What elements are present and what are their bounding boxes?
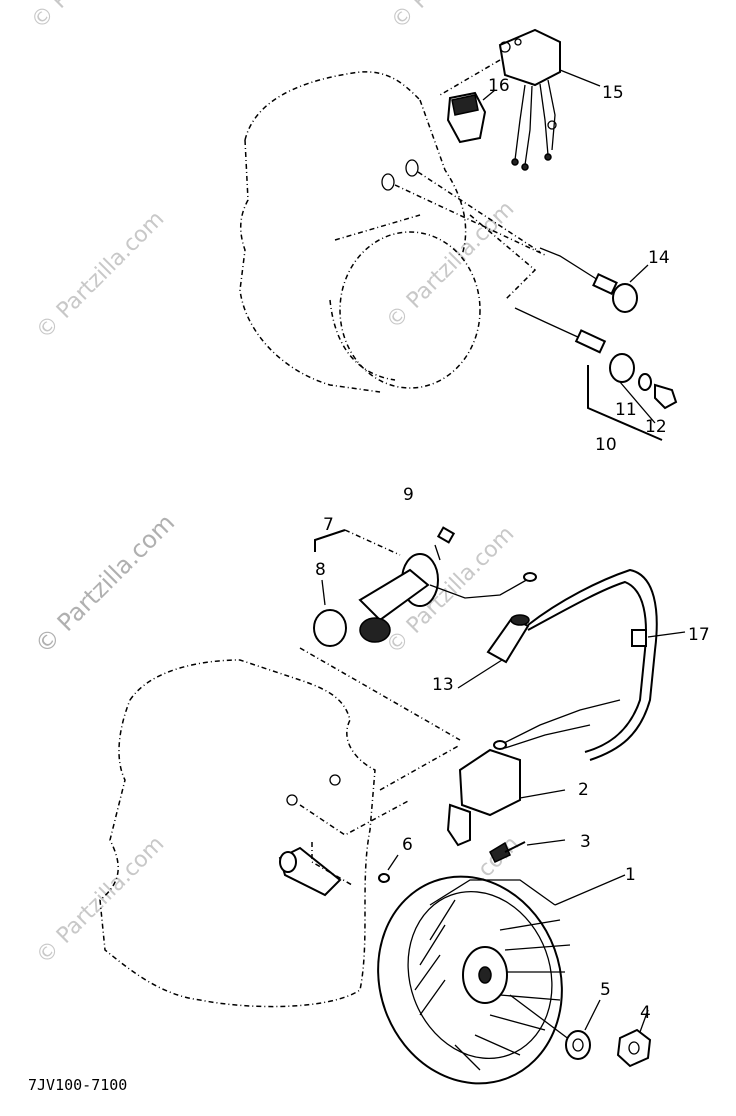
callout-16: 16 — [488, 76, 510, 96]
callout-5: 5 — [600, 980, 611, 1000]
part-3-bolt — [489, 839, 566, 863]
part-9-screw — [434, 526, 456, 561]
part-16-bracket — [446, 89, 496, 144]
fan-housing — [239, 71, 546, 393]
callout-17: 17 — [688, 625, 710, 645]
part-2-ignition-coil — [446, 699, 621, 847]
watermark: © Partzilla.com — [32, 207, 170, 345]
callout-13: 13 — [432, 675, 454, 695]
part-15-control-box — [439, 28, 601, 171]
part-14-switch — [539, 247, 649, 313]
watermark: © Partzilla.com — [382, 197, 520, 335]
part-1-flywheel — [377, 874, 626, 1085]
watermark: © Partzilla.com — [387, 0, 525, 34]
callout-15: 15 — [602, 83, 624, 103]
part-10-11-12-lamp — [514, 307, 678, 441]
part-4-nut — [616, 1009, 652, 1068]
part-17-clip — [631, 629, 686, 647]
part-5-washer — [565, 999, 601, 1060]
callout-6: 6 — [402, 835, 413, 855]
callout-14: 14 — [648, 248, 670, 268]
callout-2: 2 — [578, 780, 589, 800]
watermark: © Partzilla.com — [29, 508, 180, 659]
callout-labels: 1 2 3 4 5 6 7 8 9 10 11 12 13 14 15 16 1… — [315, 76, 710, 1023]
callout-3: 3 — [580, 832, 591, 852]
drawing-code: 7JV100-7100 — [28, 1076, 127, 1094]
part-8-washer — [313, 579, 347, 647]
crankcase — [99, 647, 461, 1008]
part-7-assembly — [314, 529, 537, 643]
callout-11: 11 — [615, 400, 637, 420]
callout-4: 4 — [640, 1003, 651, 1023]
callout-9: 9 — [403, 485, 414, 505]
callout-7: 7 — [323, 515, 334, 535]
callout-10: 10 — [595, 435, 617, 455]
callout-12: 12 — [645, 417, 667, 437]
callout-1: 1 — [625, 865, 636, 885]
callout-8: 8 — [315, 560, 326, 580]
part-13-plug-cap — [457, 568, 658, 761]
watermark: © Partzilla.com — [27, 0, 165, 34]
part-6-key — [378, 854, 399, 883]
